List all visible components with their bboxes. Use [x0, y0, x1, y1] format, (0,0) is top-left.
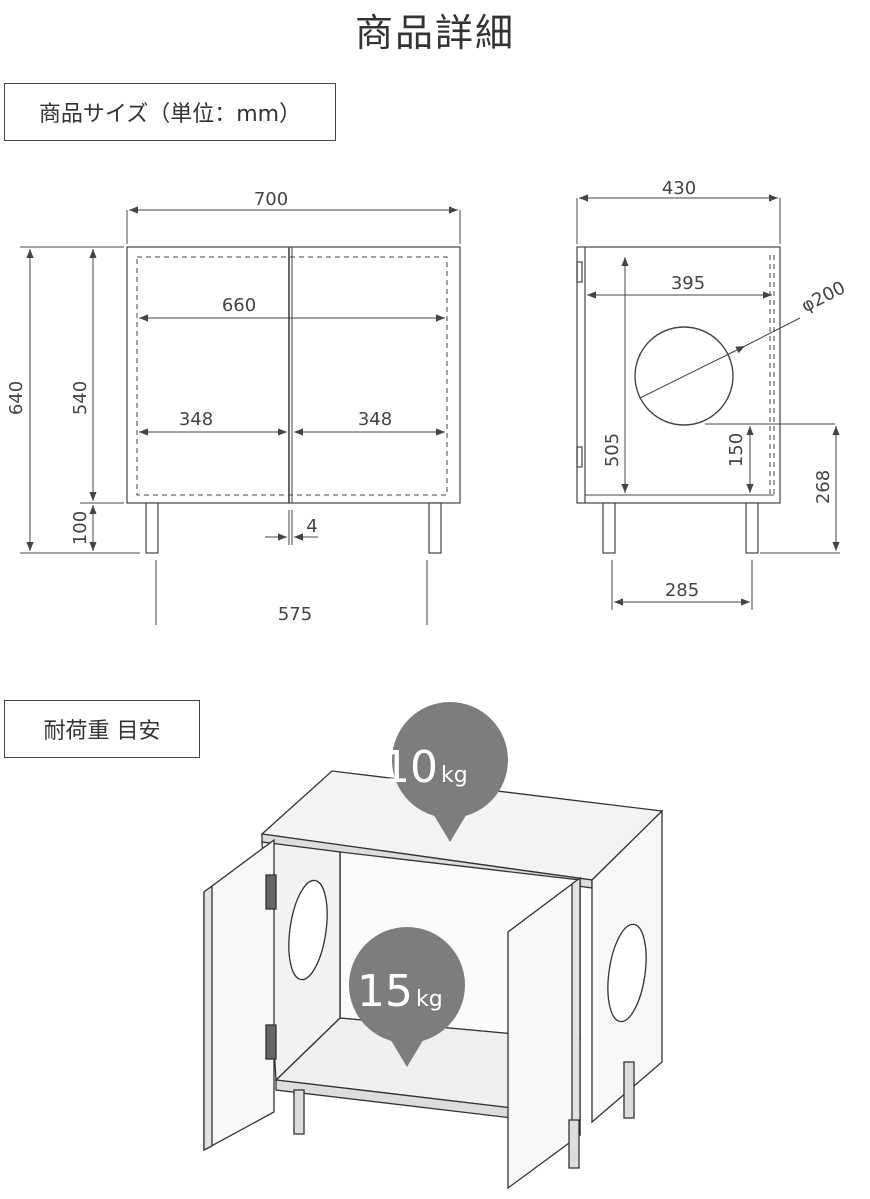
leg-right: [428, 502, 442, 554]
load-top-unit: kg: [441, 763, 468, 788]
dim-height-leg: 100: [70, 511, 91, 545]
load-bubble-shelf: 15 kg: [349, 927, 465, 1067]
dim-door-left: 348: [179, 409, 213, 430]
dim-side-inner: 395: [671, 273, 705, 294]
dim-leg-span: 575: [278, 604, 312, 625]
size-section-label: 商品サイズ（単位：mm）: [4, 83, 336, 141]
load-shelf-unit: kg: [416, 987, 443, 1012]
dim-side-inner-height: 505: [602, 433, 623, 467]
hinge-top: [576, 261, 583, 283]
dim-hole-diameter: φ200: [798, 277, 849, 317]
dim-inner-width: 660: [222, 295, 256, 316]
load-bubble-top: 10 kg: [382, 702, 508, 842]
front-outline: [126, 246, 461, 504]
leg-left: [145, 502, 159, 554]
dim-gap: 4: [306, 516, 317, 537]
page-title: 商品詳細: [354, 11, 515, 55]
side-outline: [576, 246, 781, 504]
side-leg-right: [745, 502, 759, 554]
dim-side-leg-span: 285: [665, 580, 699, 601]
dim-hole-height: 150: [726, 433, 747, 467]
front-view: [126, 246, 461, 554]
dim-door-right: 348: [358, 409, 392, 430]
dim-height-total: 640: [6, 381, 27, 415]
load-section-label: 耐荷重 目安: [4, 700, 200, 758]
hole-circle: [634, 326, 734, 426]
load-top-value: 10: [382, 742, 438, 793]
load-shelf-value: 15: [357, 966, 413, 1017]
dim-height-body: 540: [70, 381, 91, 415]
dim-side-depth: 430: [662, 178, 696, 199]
hinge-bottom: [576, 446, 583, 468]
dim-side-height: 268: [813, 470, 834, 504]
dim-front-width: 700: [254, 189, 288, 210]
side-leg-left: [602, 502, 616, 554]
